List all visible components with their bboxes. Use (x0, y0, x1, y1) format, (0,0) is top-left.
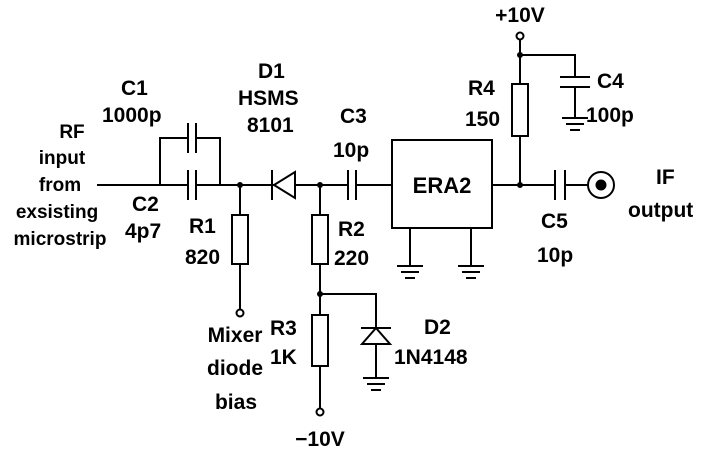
ground-d2 (363, 377, 389, 391)
svg-text:exsisting: exsisting (16, 202, 98, 223)
svg-text:from: from (39, 175, 81, 196)
r1-ref: R1 (189, 215, 216, 238)
if-output-label-line2: output (628, 199, 693, 222)
ground-c4 (562, 117, 588, 131)
amp-label: ERA2 (413, 173, 472, 198)
c5-value: 10p (537, 244, 573, 267)
svg-text:RF: RF (59, 122, 84, 143)
r3-ref: R3 (270, 317, 297, 340)
svg-text:input: input (39, 148, 86, 169)
capacitor-c5 (554, 170, 566, 200)
c1-value: 1000p (102, 104, 162, 127)
c4-value: 100p (586, 104, 634, 127)
r4-ref: R4 (468, 77, 495, 100)
capacitor-c2 (187, 170, 197, 200)
c5-ref: C5 (541, 210, 568, 233)
c2-ref: C2 (132, 193, 159, 216)
r4-value: 150 (465, 108, 500, 131)
d2-part: 1N4148 (394, 346, 468, 369)
ground-amp-left (397, 265, 423, 279)
r3-value: 1K (270, 346, 297, 369)
negative-supply-terminal (315, 407, 325, 417)
r1-value: 820 (185, 246, 220, 269)
c3-value: 10p (333, 139, 369, 162)
positive-supply-terminal (515, 31, 525, 41)
output-connector (587, 171, 615, 199)
bias-terminal (235, 308, 245, 318)
bias-label-line3: bias (215, 391, 257, 414)
c2-value: 4p7 (125, 220, 161, 243)
d1-ref: D1 (258, 60, 285, 83)
svg-text:microstrip: microstrip (14, 229, 107, 250)
c3-ref: C3 (340, 105, 367, 128)
r2-value: 220 (334, 247, 369, 270)
capacitor-c1 (187, 123, 197, 153)
diode-d2 (359, 326, 393, 345)
d2-ref: D2 (424, 316, 451, 339)
r2-ref: R2 (338, 218, 365, 241)
bias-label-line1: Mixer (208, 324, 263, 347)
bias-label-line2: diode (207, 357, 263, 380)
d1-number: 8101 (247, 114, 294, 137)
capacitor-c3 (347, 170, 357, 200)
resistor-r4 (511, 83, 529, 137)
resistor-r3 (311, 314, 329, 367)
diode-d1 (269, 170, 296, 200)
rf-input-label: RF input from exsisting microstrip (14, 122, 107, 250)
negative-supply-label: −10V (295, 428, 345, 451)
capacitor-c4 (560, 76, 590, 88)
resistor-r2 (311, 214, 329, 265)
ground-amp-right (458, 265, 484, 279)
d1-part: HSMS (238, 87, 299, 110)
wires (97, 39, 589, 409)
c1-ref: C1 (121, 77, 148, 100)
c4-ref: C4 (597, 70, 624, 93)
resistor-r1 (231, 214, 249, 265)
junction-dots (237, 52, 523, 297)
if-output-label-line1: IF (656, 166, 675, 189)
amplifier-era2 (391, 139, 493, 229)
positive-supply-label: +10V (495, 4, 545, 27)
